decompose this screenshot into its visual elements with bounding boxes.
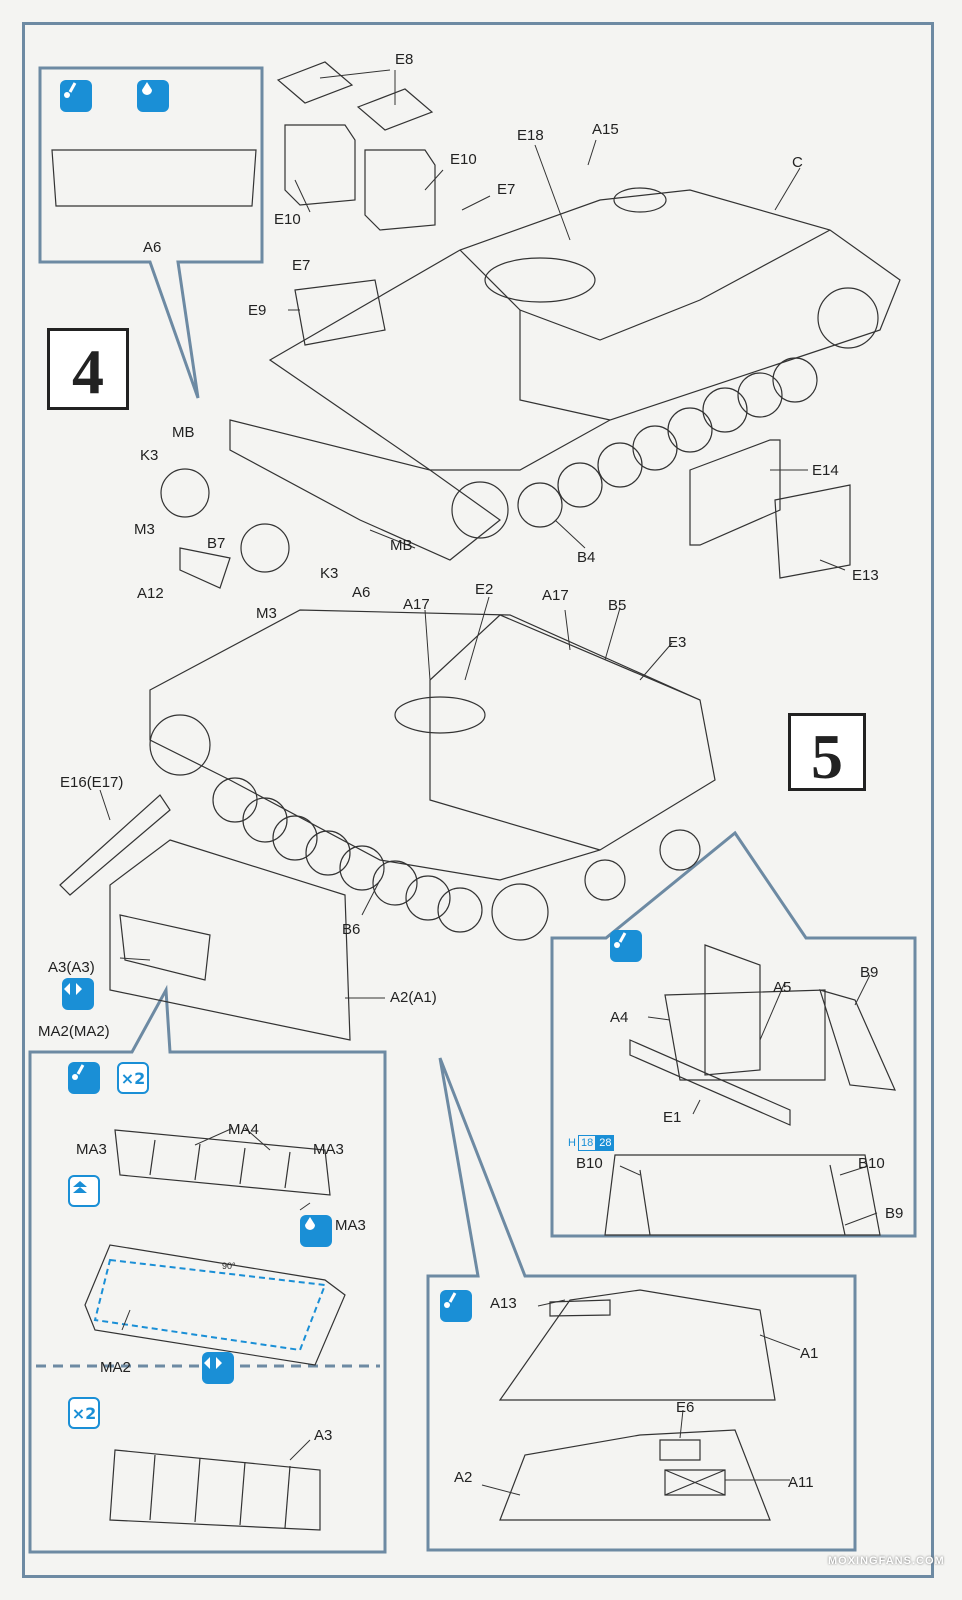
multiply-x2-icon: ×2 [117,1062,149,1094]
label-a6: A6 [352,584,371,601]
label-e8: E8 [395,51,414,68]
label-e9: E9 [248,302,267,319]
label-b9: B9 [860,964,879,981]
label-a2-a1: A2(A1) [390,989,437,1006]
label-a5: A5 [773,979,792,996]
label-a13: A13 [490,1295,517,1312]
label-ma3: MA3 [313,1141,344,1158]
label-c: C [792,154,803,171]
step-4: 4 [47,328,129,410]
label-b10: B10 [858,1155,885,1172]
label-k3: K3 [140,447,159,464]
label-e6: E6 [676,1399,695,1416]
label-ma4: MA4 [228,1121,259,1138]
paint-drop-icon [137,80,169,112]
label-m3: M3 [134,521,155,538]
label-e16-e17: E16(E17) [60,774,124,791]
hull-step5 [149,609,716,881]
label-e1: E1 [663,1109,682,1126]
label-a3-a3: A3(A3) [48,959,95,976]
label-k3: K3 [320,565,339,582]
watermark: MOXINGFANS.COM [828,1555,945,1567]
callout-a6 [38,66,264,399]
label-a2: A2 [454,1469,473,1486]
hull-upper [268,189,901,471]
label-mb: MB [390,537,413,554]
label-a12: A12 [137,585,164,602]
badge-h: H [568,1137,576,1149]
label-ma2-ma2: MA2(MA2) [38,1023,110,1040]
label-a1: A1 [800,1345,819,1362]
label-b6: B6 [342,921,361,938]
step-5: 5 [788,713,866,792]
label-angle: 90° [222,1261,236,1271]
hull-lower [229,419,501,561]
label-ma3: MA3 [335,1217,366,1234]
label-e13: E13 [852,567,879,584]
optional-icon [202,1352,234,1384]
roadwheels-4 [160,287,879,573]
cement-icon [60,80,92,112]
cement-icon [610,930,642,962]
callout-ma [28,984,387,1554]
label-b7: B7 [207,535,226,552]
optional-icon [62,978,94,1010]
label-b10: B10 [576,1155,603,1172]
badge-18: 18 [577,1135,597,1151]
label-e3: E3 [668,634,687,651]
callout-a1 [426,1057,857,1552]
flip-icon [68,1175,100,1207]
label-a4: A4 [610,1009,629,1026]
label-ma3: MA3 [76,1141,107,1158]
label-a15: A15 [592,121,619,138]
label-e18: E18 [517,127,544,144]
page-frame [22,22,934,1578]
multiply-x2-icon: ×2 [68,1397,100,1429]
paint-drop-icon [300,1215,332,1247]
label-e10: E10 [450,151,477,168]
label-b4: B4 [577,549,596,566]
label-a17: A17 [542,587,569,604]
callout-b9 [550,830,917,1238]
label-e10: E10 [274,211,301,228]
roadwheels-5 [149,714,701,941]
label-b5: B5 [608,597,627,614]
badge-28: 28 [596,1135,615,1151]
label-a11: A11 [788,1474,814,1491]
cement-icon [440,1290,472,1322]
label-m3: M3 [256,605,277,622]
label-e7: E7 [292,257,311,274]
label-ma2: MA2 [100,1359,131,1376]
label-e2: E2 [475,581,494,598]
label-e7: E7 [497,181,516,198]
label-mb: MB [172,424,195,441]
label-a3: A3 [314,1427,333,1444]
label-a6: A6 [143,239,162,256]
cement-icon [68,1062,100,1094]
label-b9: B9 [885,1205,904,1222]
label-e14: E14 [812,462,839,479]
label-a17: A17 [403,596,430,613]
